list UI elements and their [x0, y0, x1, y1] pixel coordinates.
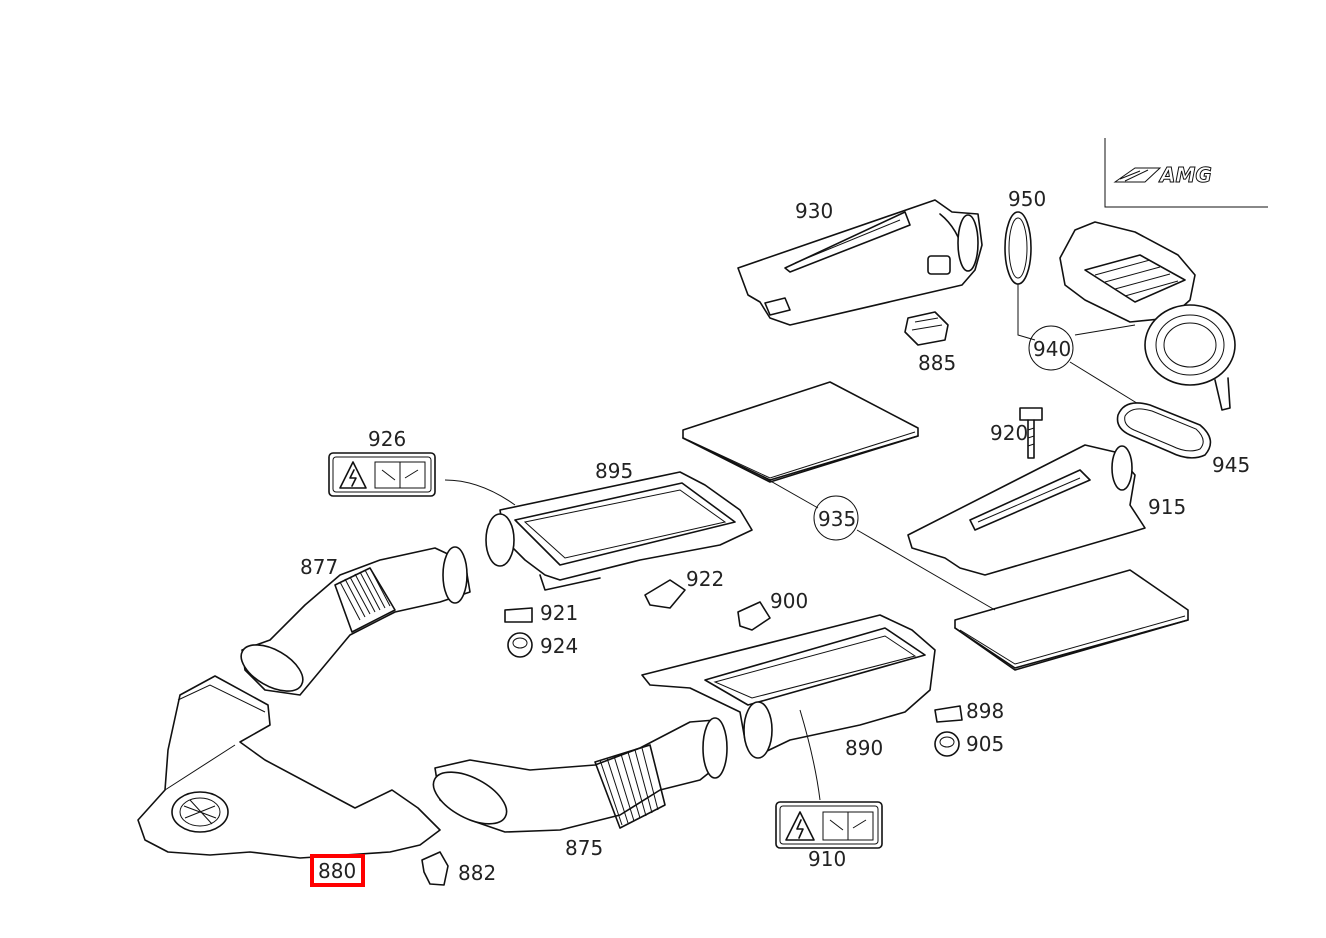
label-875: 875 [565, 836, 603, 860]
amg-logo-box: AMG [1104, 138, 1268, 208]
label-945: 945 [1212, 453, 1250, 477]
highlight-880-box [310, 854, 365, 887]
label-882: 882 [458, 861, 496, 885]
part-935-filter-upper [682, 381, 919, 483]
part-880-engine-cover [137, 675, 441, 859]
label-910: 910 [808, 847, 846, 871]
leader-926 [444, 479, 516, 506]
leader-910 [799, 709, 821, 801]
callout-940 [1017, 284, 1141, 406]
part-898-clip [934, 705, 963, 723]
label-915: 915 [1148, 495, 1186, 519]
part-877-intake-hose [240, 546, 471, 696]
amg-logo-text: AMG [1158, 163, 1212, 187]
part-875-intake-hose [432, 717, 728, 833]
label-900: 900 [770, 589, 808, 613]
part-900-clip [737, 601, 771, 631]
label-885: 885 [918, 351, 956, 375]
label-920: 920 [990, 421, 1028, 445]
callout-935 [759, 474, 996, 611]
part-935-filter-lower [954, 569, 1189, 671]
label-898: 898 [966, 699, 1004, 723]
label-877: 877 [300, 555, 338, 579]
part-910-warning-label [775, 801, 883, 849]
label-880[interactable]: 880 [318, 859, 356, 883]
part-895-air-box [485, 471, 753, 591]
part-940-intake-duct [1059, 221, 1236, 411]
part-922-clip [644, 579, 686, 609]
label-935: 935 [818, 507, 856, 531]
label-950: 950 [1008, 187, 1046, 211]
label-930: 930 [795, 199, 833, 223]
part-930-intake-housing [737, 199, 983, 326]
label-905: 905 [966, 732, 1004, 756]
part-920-bolt [1019, 407, 1043, 459]
label-940: 940 [1033, 337, 1071, 361]
part-950-seal [1004, 211, 1032, 285]
label-926: 926 [368, 427, 406, 451]
label-921: 921 [540, 601, 578, 625]
label-890: 890 [845, 736, 883, 760]
label-922: 922 [686, 567, 724, 591]
part-921-clip [504, 607, 533, 623]
label-924: 924 [540, 634, 578, 658]
part-915-intake-housing [907, 444, 1146, 576]
part-926-warning-label [328, 452, 436, 497]
part-890-air-box [641, 614, 936, 759]
part-924-grommet [507, 632, 533, 658]
part-945-gasket [1116, 402, 1212, 459]
part-905-grommet [934, 731, 960, 757]
part-882-clip [421, 851, 449, 886]
label-895: 895 [595, 459, 633, 483]
part-885-hose [904, 311, 949, 346]
